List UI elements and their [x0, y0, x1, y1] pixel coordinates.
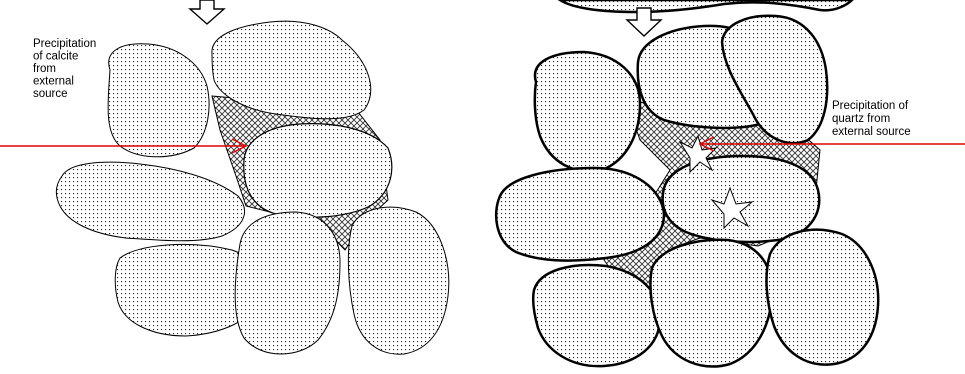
sand-grain: [244, 124, 392, 218]
quartz-label: Precipitation of quartz from external so…: [832, 100, 911, 138]
sand-grain: [235, 212, 340, 354]
overgrown-grain: [663, 156, 820, 242]
calcite-label-line: external: [33, 76, 74, 88]
sand-grain: [533, 265, 660, 366]
right-grain-panel: Precipitation of quartz from external so…: [496, 0, 965, 366]
sand-grain-partial: [560, 0, 852, 12]
calcite-label-line: from: [33, 63, 56, 75]
sand-grain: [348, 207, 448, 354]
quartz-label-line: quartz from: [832, 113, 890, 125]
sand-grain: [496, 168, 664, 260]
sand-grain: [535, 52, 640, 171]
sand-grain: [56, 162, 244, 241]
calcite-label: Precipitation of calcite from external s…: [33, 38, 100, 100]
calcite-label-line: of calcite: [33, 51, 78, 63]
quartz-label-line: external source: [832, 126, 911, 138]
quartz-label-line: Precipitation of: [832, 100, 909, 112]
calcite-label-line: Precipitation: [33, 38, 96, 50]
calcite-label-line: source: [33, 88, 68, 100]
left-grain-panel: Precipitation of calcite from external s…: [0, 0, 449, 354]
sand-grain: [650, 240, 772, 367]
sand-grain: [108, 44, 209, 157]
down-arrow-icon: [190, 0, 224, 24]
sand-grain: [767, 230, 879, 365]
